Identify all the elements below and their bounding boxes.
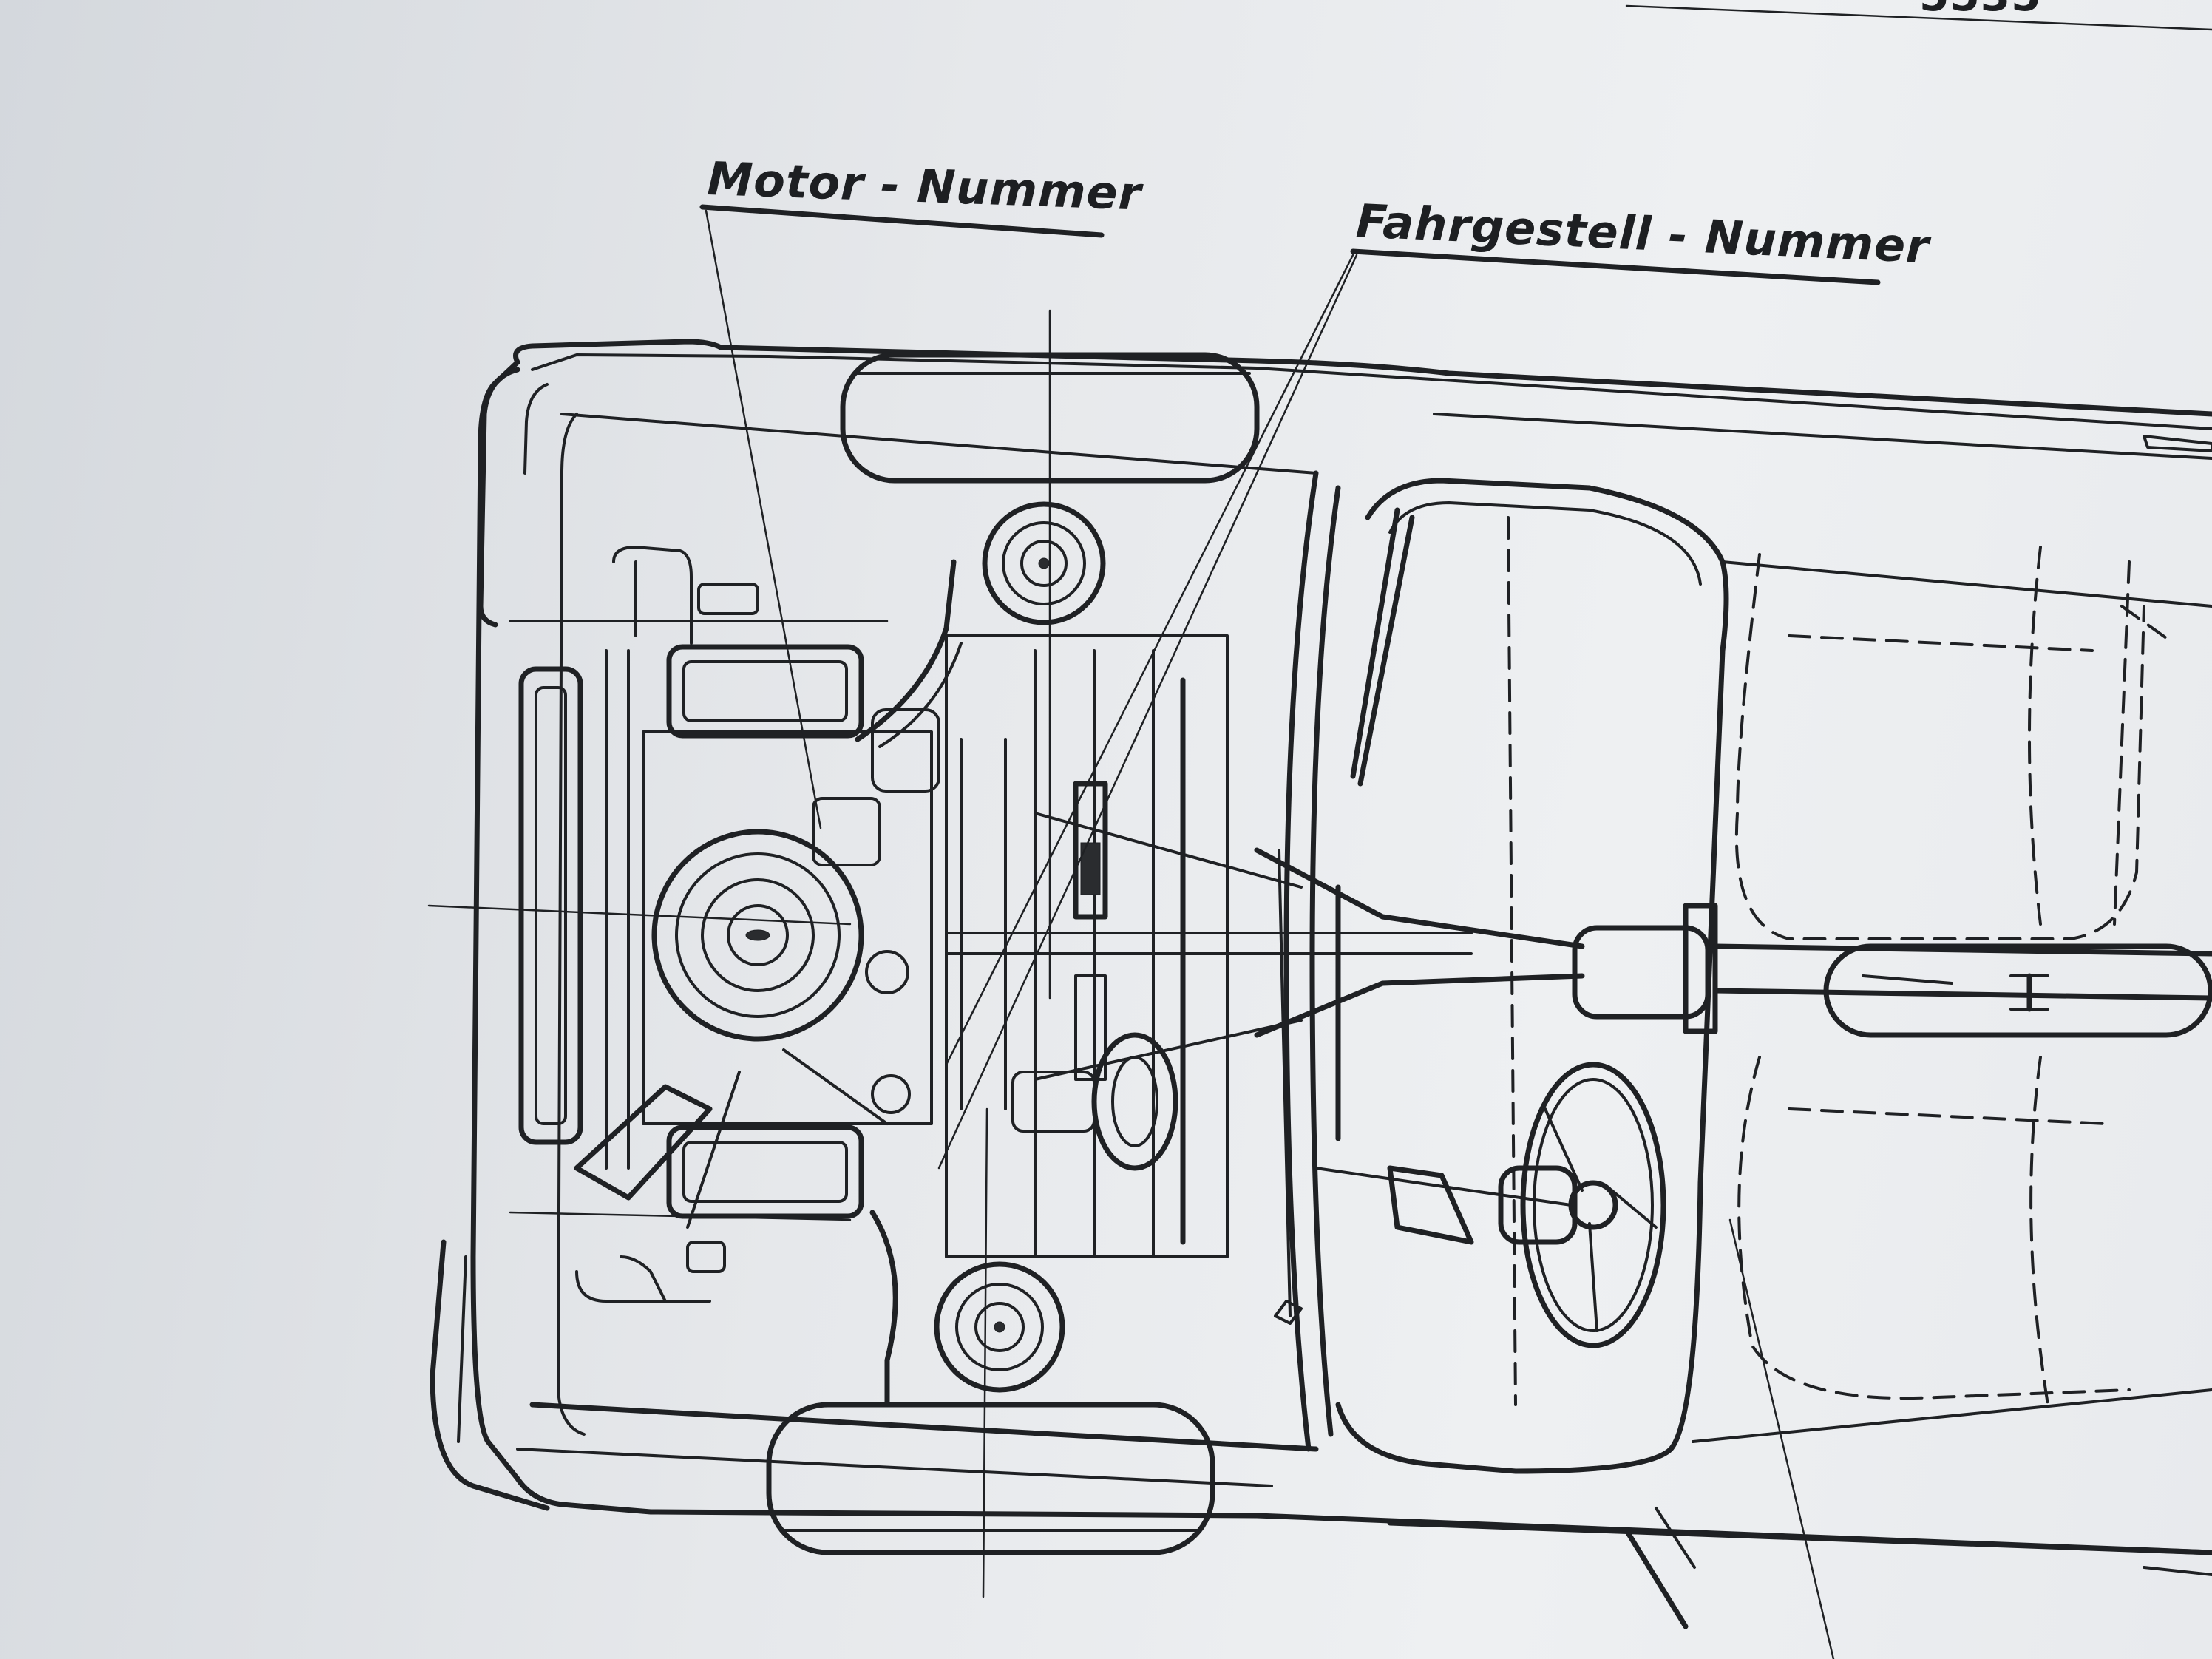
centre-tunnel: [1572, 903, 2212, 1038]
wiper-and-dash: [1274, 507, 1415, 1325]
chassis-number-underline: [1350, 248, 1881, 285]
chassis-number-leader: [945, 254, 1354, 1066]
motor-number-underline: [699, 204, 1105, 238]
top-rule-line: [1625, 4, 2212, 31]
seats: [1507, 516, 2175, 1406]
engine-assembly: [574, 546, 1007, 1408]
steering-wheel: [1314, 1062, 1666, 1348]
cooling-shroud: [518, 649, 630, 1170]
page-number: 5535: [1919, 0, 2041, 21]
frame-rails: [945, 634, 1585, 1258]
motor-number-leader: [705, 209, 822, 830]
leader-lines: [427, 204, 1881, 1659]
